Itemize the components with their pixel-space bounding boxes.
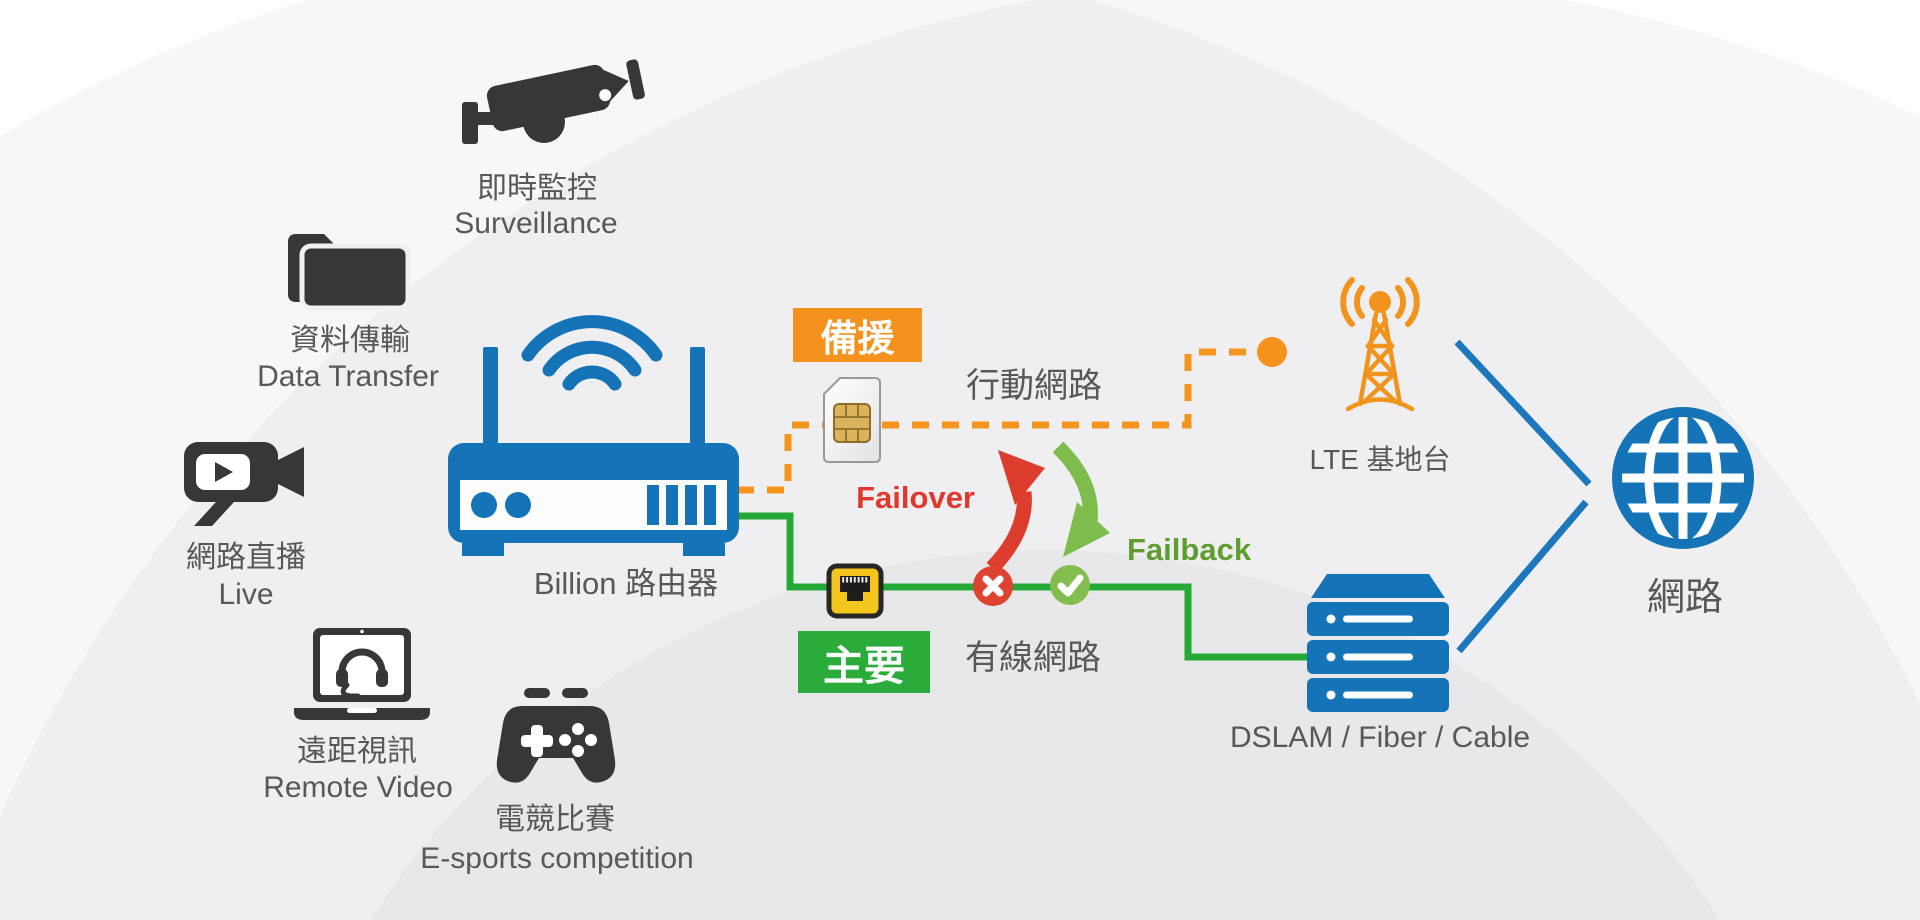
backup-endpoint-dot (1257, 337, 1287, 367)
surveillance-label-en: Surveillance (454, 207, 618, 240)
failback-arrow-body (1052, 441, 1098, 522)
failback-label: Failback (1127, 532, 1252, 567)
lte-tower-icon (1340, 277, 1420, 412)
cctv-camera-icon (462, 59, 645, 144)
failover-arrow-head (998, 450, 1045, 505)
failover-arrow-body (986, 491, 1032, 574)
laptop-headset-icon (294, 628, 430, 720)
internet-globe-icon (1612, 407, 1754, 549)
wan-fail-x-icon (973, 566, 1013, 606)
backup-badge: 備援 (793, 308, 922, 362)
mobile-network-label: 行動網路 (966, 367, 1102, 405)
router-icon (448, 315, 739, 556)
remote-video-label-en: Remote Video (263, 771, 453, 804)
primary-badge: 主要 (798, 631, 930, 693)
wifi-waves-icon (521, 315, 663, 391)
lte-station-label: LTE 基地台 (1309, 444, 1451, 475)
router-label: Billion 路由器 (533, 566, 719, 601)
failback-arrow-head (1063, 502, 1110, 557)
wired-network-label: 有線網路 (965, 639, 1101, 677)
backup-badge-label: 備援 (820, 318, 895, 359)
surveillance-label-zh: 即時監控 (477, 172, 597, 205)
video-camera-icon (184, 442, 304, 526)
esports-label-en: E-sports competition (420, 842, 694, 875)
dslam-label: DSLAM / Fiber / Cable (1229, 721, 1531, 754)
sim-card-icon (823, 377, 881, 463)
lte-to-internet-line (1454, 339, 1592, 487)
primary-badge-label: 主要 (823, 643, 905, 689)
dslam-server-icon (1307, 574, 1449, 712)
backup-dashed-line (737, 348, 1254, 494)
failover-label: Failover (856, 480, 975, 515)
ethernet-port-icon (826, 563, 884, 619)
data-transfer-label-zh: 資料傳輸 (290, 324, 410, 357)
internet-label: 網路 (1646, 577, 1724, 619)
data-transfer-label-en: Data Transfer (257, 360, 439, 393)
gamepad-icon (496, 688, 616, 783)
folder-icon (288, 234, 411, 311)
esports-label-zh: 電競比賽 (495, 803, 615, 836)
live-label-en: Live (218, 578, 274, 611)
wan-ok-check-icon (1050, 565, 1090, 605)
dslam-to-internet-line (1456, 499, 1589, 654)
remote-video-label-zh: 遠距視訊 (297, 735, 417, 768)
live-label-zh: 網路直播 (186, 541, 306, 574)
